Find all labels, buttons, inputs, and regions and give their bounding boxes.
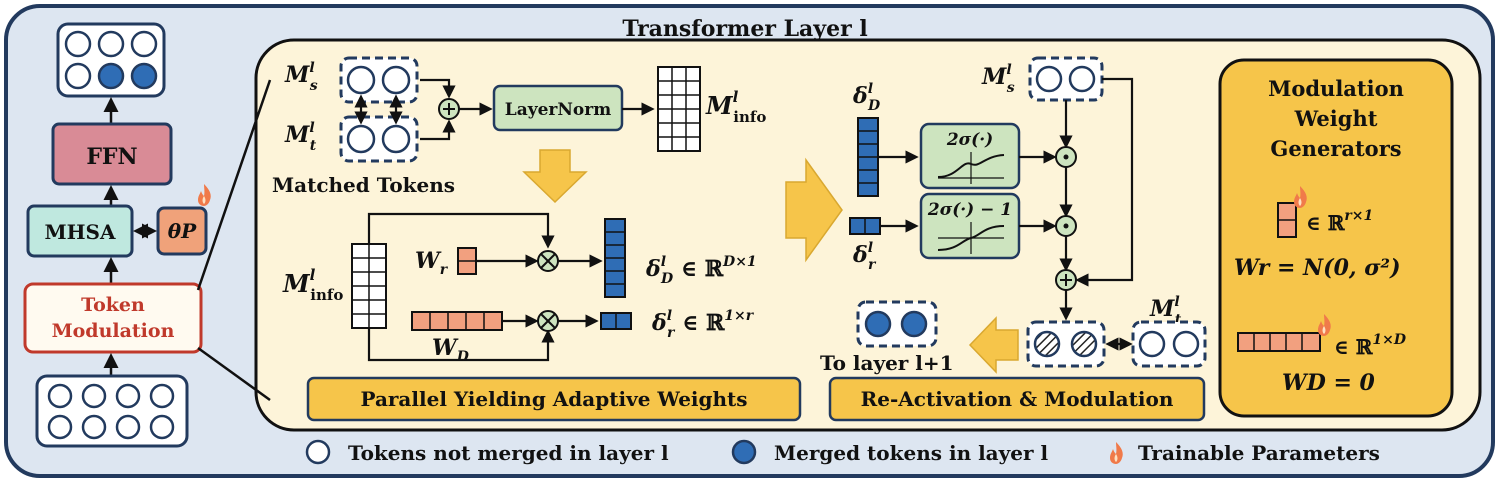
- gen-wd-space: ∈ ℝ1×D: [1334, 332, 1407, 359]
- generators-title-2: Weight: [1294, 106, 1378, 131]
- delta-d-vector: [604, 218, 626, 298]
- bottom-token-group: [35, 374, 189, 448]
- gen-wr-space: ∈ ℝr×1: [1306, 208, 1373, 235]
- delta-d-vector-react: [857, 117, 879, 197]
- generators-title-3: Generators: [1270, 136, 1401, 161]
- sigmoid-curve-icon-2: [937, 222, 1005, 254]
- ffn-block: [51, 122, 173, 186]
- matched-tokens-label: Matched Tokens: [272, 173, 455, 197]
- delta-r-vector-react: [849, 217, 881, 235]
- to-layer-label: To layer l+1: [820, 351, 954, 375]
- reactivation-label: Re-Activation & Modulation: [861, 387, 1174, 411]
- wr-label: Wr: [415, 248, 449, 278]
- theta-p-label: θP: [168, 219, 197, 243]
- legend-unmerged-text: Tokens not merged in layer l: [348, 441, 669, 465]
- token-modulation-block: [23, 282, 203, 354]
- ffn-label: FFN: [86, 144, 137, 170]
- token-modulation-label-1: Token: [81, 294, 145, 316]
- parallel-label: Parallel Yielding Adaptive Weights: [360, 387, 747, 411]
- layernorm-label: LayerNorm: [505, 100, 611, 120]
- sigmoid-curve-icon-1: [937, 152, 1005, 184]
- gen-wd-matrix: [1237, 332, 1321, 352]
- top-token-group: [56, 22, 166, 98]
- generators-panel: [1218, 58, 1454, 418]
- legend-unmerged-icon: [305, 439, 331, 465]
- two-sigma-minus-one-label: 2σ(·) − 1: [927, 200, 1012, 220]
- wr-matrix: [457, 247, 477, 275]
- minfo-matrix-parallel: [351, 243, 387, 329]
- left-arrow: [968, 316, 1019, 374]
- generators-title-1: Modulation: [1268, 76, 1404, 101]
- gen-wd-equation: WD = 0: [1282, 370, 1376, 396]
- delta-r-vector: [600, 312, 632, 330]
- token-modulation-label-2: Modulation: [52, 320, 175, 342]
- mhsa-label: MHSA: [45, 220, 116, 244]
- wd-label: WD: [432, 335, 470, 365]
- legend-trainable-text: Trainable Parameters: [1138, 441, 1380, 465]
- wd-matrix: [411, 311, 503, 331]
- gen-wr-matrix: [1277, 202, 1297, 238]
- theta-p-block: [156, 206, 208, 256]
- parallel-label-box: [306, 376, 802, 422]
- legend-merged-text: Merged tokens in layer l: [774, 441, 1048, 465]
- legend-merged-icon: [731, 439, 757, 465]
- transformer-layer-title: Transformer Layer l: [622, 16, 867, 42]
- mhsa-block: [26, 204, 134, 258]
- down-arrow: [522, 149, 588, 204]
- reactivation-label-box: [828, 376, 1206, 422]
- gen-wr-equation: Wr = N(0, σ²): [1234, 255, 1400, 281]
- minfo-matrix-top: [657, 66, 701, 152]
- right-arrow: [785, 157, 843, 263]
- two-sigma-label: 2σ(·): [946, 130, 993, 150]
